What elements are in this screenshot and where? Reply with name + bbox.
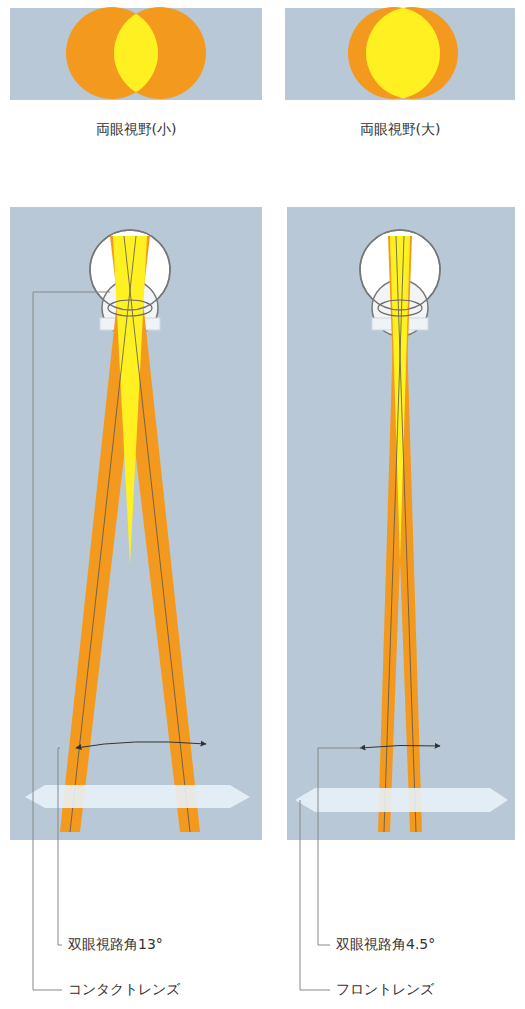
angle-label: 双眼視路角4.5° bbox=[336, 936, 435, 953]
leader-lines bbox=[33, 292, 362, 990]
field-label: 両眼視野(小) bbox=[96, 121, 177, 138]
field-label: 両眼視野(大) bbox=[360, 121, 441, 138]
part-label: コンタクトレンズ bbox=[68, 981, 180, 998]
panel bbox=[285, 8, 515, 100]
panel bbox=[10, 207, 262, 840]
panel bbox=[287, 207, 515, 840]
panel bbox=[10, 8, 262, 100]
part-label: フロントレンズ bbox=[336, 981, 434, 998]
angle-label: 双眼視路角13° bbox=[68, 936, 163, 953]
